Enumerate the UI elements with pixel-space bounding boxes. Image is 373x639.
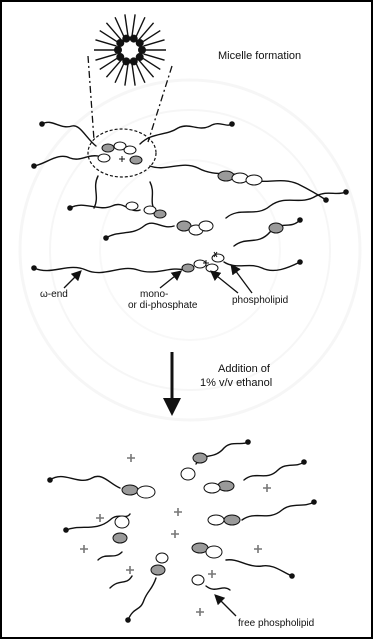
omega-end-label: ω-end: [40, 289, 68, 300]
micelle-label: Micelle formation: [218, 50, 301, 62]
micelle-head: [138, 46, 146, 54]
micelle-head: [122, 35, 130, 43]
micelle-head: [114, 46, 122, 54]
phosphate-label-line2: or di-phosphate: [128, 300, 198, 311]
micelle-head: [136, 39, 144, 47]
phospholipid-label: phospholipid: [232, 295, 288, 306]
phosphate-label-line1: mono-: [140, 289, 168, 300]
free-phospholipid-label: free phospholipid: [238, 618, 314, 629]
addition-label-line1: Addition of: [218, 363, 271, 375]
micelle-core: [124, 44, 136, 56]
addition-label-line2: 1% v/v ethanol: [200, 377, 272, 389]
micelle-head: [130, 57, 138, 65]
micelle-head: [116, 53, 124, 61]
